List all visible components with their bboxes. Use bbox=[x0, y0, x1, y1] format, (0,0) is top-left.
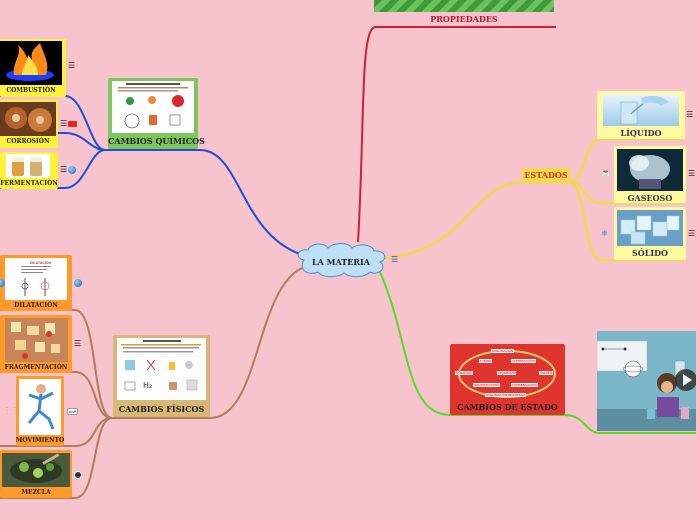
cambios-quimicos-image bbox=[112, 81, 194, 133]
svg-text:H₂: H₂ bbox=[143, 381, 152, 390]
menu-icon[interactable]: ⋮⋮ bbox=[3, 406, 19, 415]
fragmentacion-image bbox=[5, 318, 68, 362]
menu-icon[interactable]: ☰ bbox=[688, 169, 696, 178]
movimiento-image bbox=[19, 379, 61, 435]
dilatacion-label: DILATACIÓN bbox=[14, 302, 58, 309]
corrosion-label: CORROSIÓN bbox=[6, 138, 50, 145]
condensacion-label: CONDENSACIÓN bbox=[511, 383, 538, 387]
movimiento-label: MOVIMIENTO bbox=[15, 437, 65, 444]
combustion-card[interactable]: COMBUSTIÓN bbox=[0, 39, 66, 97]
solidificacion-label: SOLIDIFICACIÓN bbox=[473, 383, 500, 387]
cambios-quimicos-label: CAMBIOS QUÍMICOS bbox=[108, 136, 205, 146]
youtube-icon[interactable] bbox=[68, 121, 77, 127]
combustion-label: COMBUSTIÓN bbox=[6, 87, 56, 94]
gases-label: GASES bbox=[539, 371, 554, 375]
solido-label: SÓLIDO bbox=[631, 248, 669, 258]
liquido-label: LÍQUIDO bbox=[620, 128, 662, 138]
menu-icon[interactable]: ☰ bbox=[391, 255, 399, 264]
cambios-estado-label: CAMBIOS DE ESTADO bbox=[457, 402, 558, 412]
video-thumbnail[interactable] bbox=[597, 331, 696, 431]
fermentacion-label: FERMENTACIÓN bbox=[0, 180, 58, 187]
mezcla-card[interactable]: MEZCLA bbox=[0, 450, 72, 498]
corrosion-card[interactable]: CORROSIÓN bbox=[0, 100, 58, 148]
globe-icon[interactable] bbox=[68, 166, 76, 174]
cambios-estado-card[interactable]: SUBLIMACIÓN FUSIÓN VAPORIZACIÓN SÓLIDOS … bbox=[450, 344, 565, 415]
cambios-fisicos-image: H₂ bbox=[117, 338, 206, 400]
solidos-label: SÓLIDOS bbox=[455, 371, 473, 375]
estados-label[interactable]: ESTADOS bbox=[522, 168, 570, 182]
cambios-fisicos-label: CAMBIOS FÍSICOS bbox=[118, 404, 205, 414]
menu-icon[interactable]: ☰ bbox=[60, 119, 68, 128]
mezcla-label: MEZCLA bbox=[21, 489, 51, 496]
fragmentacion-card[interactable]: FRAGMENTACIÓN bbox=[0, 315, 72, 373]
fusion-label: FUSIÓN bbox=[479, 359, 493, 363]
link-icon[interactable] bbox=[74, 471, 82, 479]
fragmentacion-label: FRAGMENTACIÓN bbox=[4, 364, 68, 371]
dilatacion-image-title: DILATACIÓN bbox=[30, 261, 52, 265]
vaporizacion-label: VAPORIZACIÓN bbox=[511, 359, 536, 363]
menu-icon[interactable]: ☰ bbox=[688, 229, 696, 238]
ice-icon: ❄ bbox=[601, 229, 608, 238]
corrosion-image bbox=[0, 102, 56, 136]
gaseoso-image bbox=[617, 149, 683, 191]
central-label: LA MATERIA bbox=[312, 257, 370, 267]
dilatacion-image: DILATACIÓN bbox=[5, 258, 67, 300]
sublimacion-regresiva-label: SUBLIMACIÓN REGRESIVA bbox=[485, 393, 527, 397]
gaseoso-label: GASEOSO bbox=[627, 193, 673, 203]
menu-icon[interactable]: ☰ bbox=[60, 165, 68, 174]
mezcla-image bbox=[2, 453, 70, 487]
solido-card[interactable]: SÓLIDO bbox=[614, 207, 686, 260]
play-icon[interactable] bbox=[675, 369, 696, 391]
propiedades-label[interactable]: PROPIEDADES bbox=[430, 14, 498, 24]
fermentacion-card[interactable]: FERMENTACIÓN bbox=[0, 152, 58, 189]
combustion-image bbox=[0, 41, 62, 85]
link-icon[interactable]: ▭↗ bbox=[67, 408, 79, 415]
gaseoso-card[interactable]: GASEOSO bbox=[614, 146, 686, 203]
cambios-fisicos-card[interactable]: H₂ CAMBIOS FÍSICOS bbox=[113, 335, 210, 417]
liquido-card[interactable]: LÍQUIDO bbox=[597, 91, 685, 139]
cambios-estado-diagram: SUBLIMACIÓN FUSIÓN VAPORIZACIÓN SÓLIDOS … bbox=[453, 347, 562, 401]
movimiento-card[interactable]: MOVIMIENTO bbox=[16, 376, 64, 446]
menu-icon[interactable]: ☰ bbox=[686, 110, 694, 119]
propiedades-image bbox=[374, 0, 554, 12]
sublimacion-label: SUBLIMACIÓN bbox=[491, 349, 515, 353]
cambios-quimicos-card[interactable]: CAMBIOS QUÍMICOS bbox=[108, 78, 205, 149]
globe-icon[interactable] bbox=[0, 279, 5, 287]
liquidos-label: LÍQUIDOS bbox=[497, 371, 516, 375]
central-cloud-node[interactable] bbox=[294, 242, 388, 278]
globe-icon[interactable] bbox=[74, 279, 82, 287]
liquido-image bbox=[603, 94, 679, 126]
dilatacion-card[interactable]: DILATACIÓN DILATACIÓN bbox=[0, 255, 72, 311]
solido-image bbox=[617, 210, 683, 246]
menu-icon[interactable]: ☰ bbox=[68, 61, 76, 70]
menu-icon[interactable]: ☰ bbox=[74, 339, 82, 348]
coffee-icon: ☕ bbox=[601, 168, 611, 177]
fermentacion-image bbox=[6, 154, 50, 178]
